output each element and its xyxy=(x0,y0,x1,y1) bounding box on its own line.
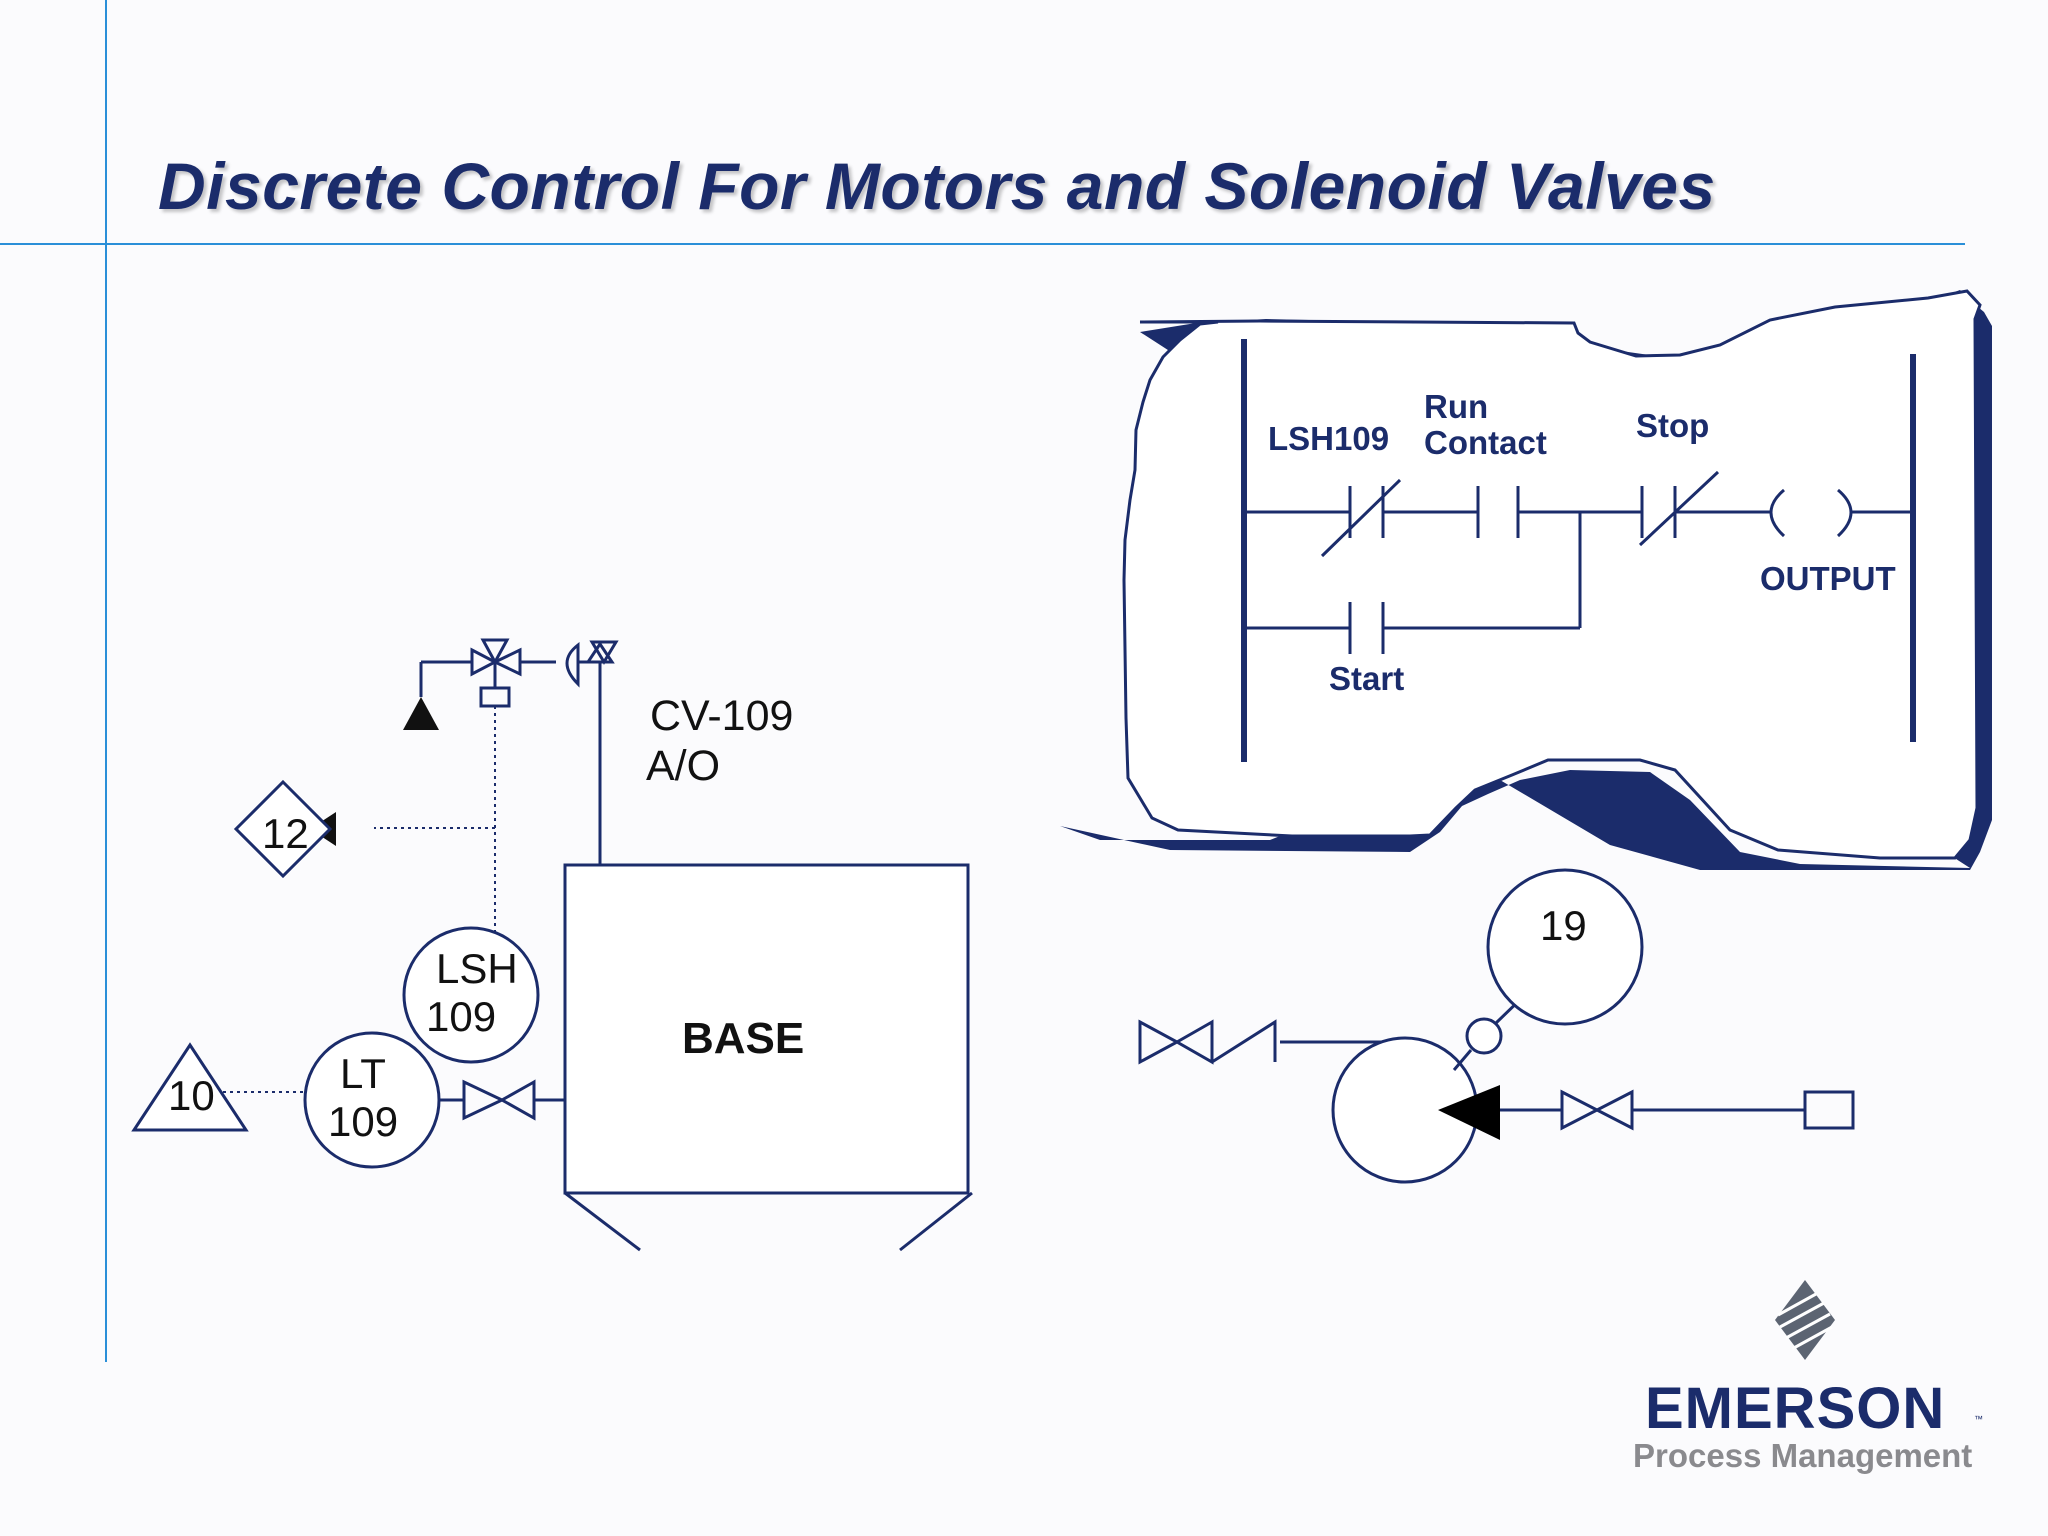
diamond-12-symbol xyxy=(233,779,333,879)
vessel-base-label: BASE xyxy=(682,1014,804,1063)
run-contact-label-line1: Run xyxy=(1424,388,1488,425)
emerson-trademark: ™ xyxy=(1974,1414,1983,1424)
cv-109-valve-symbol xyxy=(565,640,619,688)
pump-link-circle xyxy=(1465,1017,1503,1055)
pump-discharge-arrowhead xyxy=(1438,1085,1500,1140)
ladder-panel-border xyxy=(1122,289,1982,860)
instrument-19-circle xyxy=(1486,868,1644,1026)
instrument-19-text: 19 xyxy=(1540,902,1587,949)
run-contact-no-symbol xyxy=(1476,486,1520,538)
emerson-logo-mark xyxy=(1775,1280,1835,1360)
air-supply-triangle xyxy=(403,697,439,730)
output-coil-label: OUTPUT xyxy=(1760,560,1896,597)
rung-1-wiring xyxy=(1244,510,1913,630)
vessel-leg-right xyxy=(899,1191,973,1252)
root-valve-symbol xyxy=(462,1079,536,1121)
signal-lines xyxy=(195,706,496,1093)
start-contact-label: Start xyxy=(1329,660,1404,697)
ladder-panel: LSH109 Run Contact Stop Start OUTPUT xyxy=(1060,289,1992,870)
lsh-109-text-line2: 109 xyxy=(426,993,496,1040)
check-valve-symbol xyxy=(1211,1019,1277,1064)
lt-109-text-line2: 109 xyxy=(328,1098,398,1145)
accent-horizontal-line xyxy=(0,243,1965,245)
stop-nc-contact-symbol xyxy=(1638,470,1720,547)
suction-source-box xyxy=(1803,1090,1855,1130)
lt-109-text-line1: LT xyxy=(340,1050,386,1097)
lsh-109-instrument xyxy=(402,926,540,1064)
start-contact-no-symbol xyxy=(1348,602,1385,654)
lsh109-contact-label: LSH109 xyxy=(1268,420,1389,457)
cv-109-tag: CV-109 xyxy=(650,692,793,740)
suction-valve-symbol xyxy=(1560,1089,1634,1131)
base-vessel xyxy=(563,863,970,1195)
accent-vertical-line xyxy=(105,0,107,1362)
lsh109-nc-contact-symbol xyxy=(1320,478,1402,558)
process-management-text: Process Management xyxy=(1633,1437,1973,1474)
triangle-10-symbol xyxy=(131,1042,249,1132)
cv-109-action: A/O xyxy=(646,742,720,790)
discharge-valve-symbol xyxy=(1138,1019,1214,1065)
pump-section xyxy=(1138,868,1855,1184)
stop-contact-label: Stop xyxy=(1636,407,1709,444)
vessel-leg-left xyxy=(564,1191,641,1252)
pid-vessel-section xyxy=(419,638,973,1252)
solenoid-valve-symbol xyxy=(470,638,522,708)
lt-connection xyxy=(439,1079,565,1121)
triangle-10-text: 10 xyxy=(168,1072,215,1119)
lsh-109-text-line1: LSH xyxy=(436,945,518,992)
emerson-logo-text: EMERSON xyxy=(1645,1376,1946,1441)
slide-title: Discrete Control For Motors and Solenoid… xyxy=(158,149,1716,223)
run-contact-label-line2: Contact xyxy=(1424,424,1547,461)
output-coil-symbol xyxy=(1762,488,1853,538)
diamond-12-text: 12 xyxy=(262,810,309,857)
